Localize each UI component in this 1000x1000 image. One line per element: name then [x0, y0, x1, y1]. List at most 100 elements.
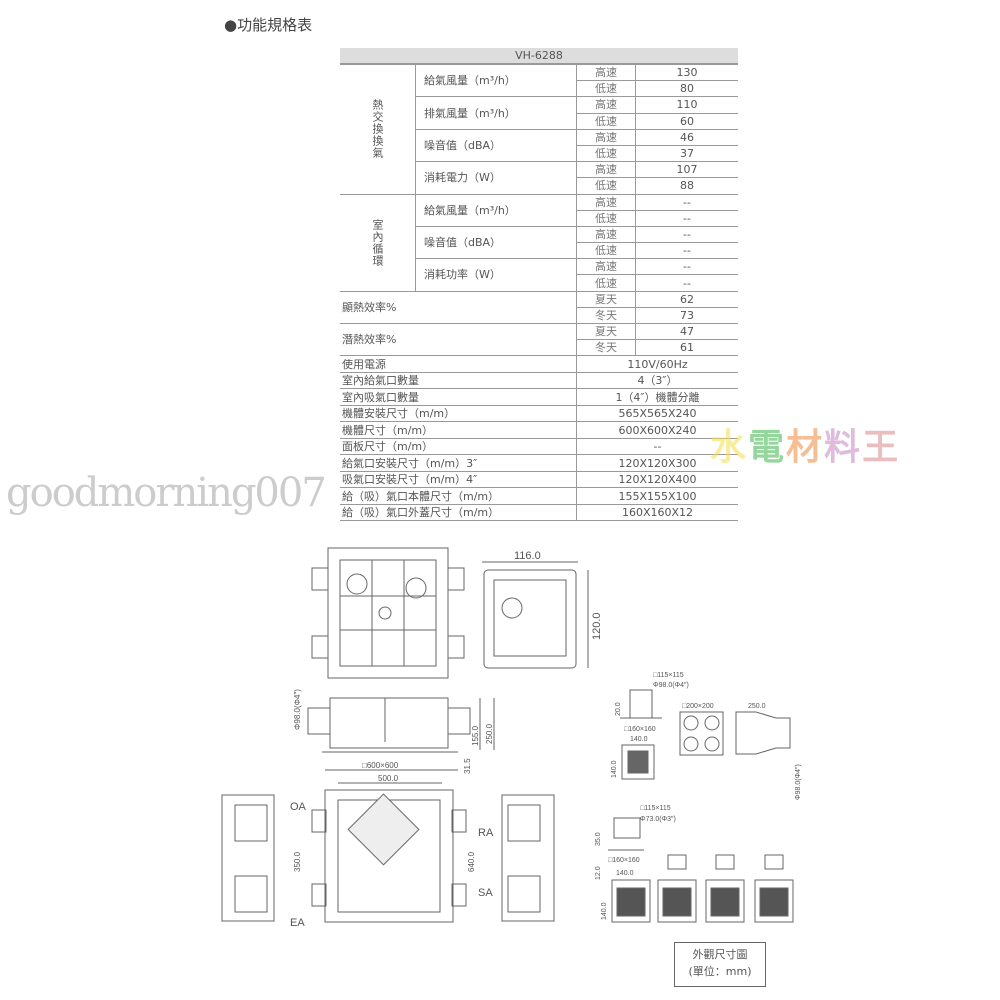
spec-value: 160X160X12 [576, 504, 738, 522]
splitter-box [679, 711, 791, 756]
spec-value: 155X155X100 [576, 487, 738, 505]
speed-cell: 低速 [576, 274, 636, 292]
value-cell: -- [635, 210, 738, 227]
plan-outer: □600×600 [362, 761, 399, 770]
label-ra: RA [478, 827, 494, 839]
table-row: 給（吸）氣口外蓋尺寸（m/m）160X160X12 [340, 504, 738, 522]
value-cell: 46 [635, 129, 738, 146]
side-h1: 155.0 [471, 725, 480, 746]
speed-cell: 高速 [576, 96, 636, 114]
spec-label: 室內吸氣口數量 [340, 388, 577, 406]
value-cell: 73 [635, 307, 738, 325]
value-cell: -- [635, 194, 738, 211]
value-cell: 88 [635, 177, 738, 195]
plan-640: 640.0 [467, 851, 476, 872]
table-row: 低速-- [340, 210, 738, 227]
spec-label: 機體安裝尺寸（m/m） [340, 405, 577, 423]
value-cell: 110 [635, 96, 738, 114]
side-offset: 31.5 [463, 758, 472, 774]
caption-unit: (單位：mm) [688, 965, 752, 978]
spec-value: 120X120X400 [576, 471, 738, 489]
unit-top-view [311, 547, 465, 679]
value-cell: 130 [635, 64, 738, 82]
label-ea: EA [290, 917, 305, 929]
watermark-brand: 水電材料王 [710, 427, 901, 468]
value-cell: 107 [635, 161, 738, 179]
table-header: VH-6288 [340, 48, 738, 65]
p2-d: Φ98.0(Φ4″) [795, 764, 802, 800]
season-cell: 夏天 [576, 291, 636, 308]
spec-label: 室內給氣口數量 [340, 372, 577, 390]
spec-value: 110V/60Hz [576, 355, 738, 373]
caption-title: 外觀尺寸圖 [692, 948, 748, 961]
item-label: 排氣風量（m³/h） [415, 96, 577, 130]
p1-d: Φ98.0(Φ4″) [653, 682, 689, 689]
item-label: 給氣風量（m³/h） [415, 194, 577, 227]
spec-value: 4（3″） [576, 372, 738, 390]
spec-label: 使用電源 [340, 355, 577, 373]
p1-box: □115×115 [653, 672, 684, 679]
value-cell: 61 [635, 339, 738, 357]
spec-label: 面板尺寸（m/m） [340, 438, 577, 456]
season-cell: 冬天 [576, 307, 636, 325]
speed-cell: 低速 [576, 113, 636, 130]
p1-hh: 140.0 [611, 760, 618, 778]
plan-inner: 500.0 [378, 774, 399, 783]
watermark-user: goodmorning007 [6, 470, 327, 516]
table-row: 消耗功率（W）高速-- [340, 258, 738, 292]
spec-value: 1（4″）機體分離 [576, 388, 738, 406]
speed-cell: 低速 [576, 177, 636, 195]
item-label: 給氣風量（m³/h） [415, 64, 577, 98]
speed-cell: 高速 [576, 161, 636, 179]
value-cell: -- [635, 226, 738, 244]
item-label: 噪音值（dBA） [415, 129, 577, 163]
drawing-caption: 外觀尺寸圖 (單位：mm) [674, 942, 766, 987]
side-diameter: Φ98.0(Φ4″) [293, 689, 302, 730]
controller-drawing [482, 561, 589, 669]
table-row: 機體尺寸（m/m）600X600X240 [340, 421, 738, 439]
value-cell: 47 [635, 323, 738, 341]
item-label: 消耗功率（W） [415, 258, 577, 292]
speed-cell: 高速 [576, 258, 636, 276]
spec-value: 600X600X240 [576, 421, 738, 439]
spec-value: 565X565X240 [576, 405, 738, 423]
item-label: 噪音值（dBA） [415, 226, 577, 260]
ctrl-width: 116.0 [514, 550, 541, 562]
p2-box: □200×200 [682, 703, 714, 710]
p3-box: □115×115 [640, 805, 671, 812]
item-label: 顯熱效率% [340, 291, 577, 325]
table-row: 噪音值（dBA）高速-- [340, 226, 738, 260]
p2-len: 250.0 [748, 703, 766, 710]
p3-cover: □160×160 [608, 857, 640, 864]
speed-cell: 高速 [576, 194, 636, 211]
speed-cell: 高速 [576, 129, 636, 146]
table-row: 室內循環給氣風量（m³/h）高速-- [340, 194, 738, 292]
p1-w: 140.0 [630, 736, 648, 743]
unit-plan-view [221, 769, 555, 923]
speed-cell: 低速 [576, 242, 636, 260]
unit-side-view [307, 697, 495, 753]
spec-label: 給（吸）氣口外蓋尺寸（m/m） [340, 504, 577, 522]
label-sa: SA [478, 887, 493, 899]
season-cell: 夏天 [576, 323, 636, 341]
value-cell: 80 [635, 80, 738, 98]
table-row: 吸氣口安裝尺寸（m/m）4″120X120X400 [340, 471, 738, 489]
speed-cell: 低速 [576, 145, 636, 163]
speed-cell: 低速 [576, 210, 636, 227]
spec-label: 給（吸）氣口本體尺寸（m/m） [340, 487, 577, 505]
